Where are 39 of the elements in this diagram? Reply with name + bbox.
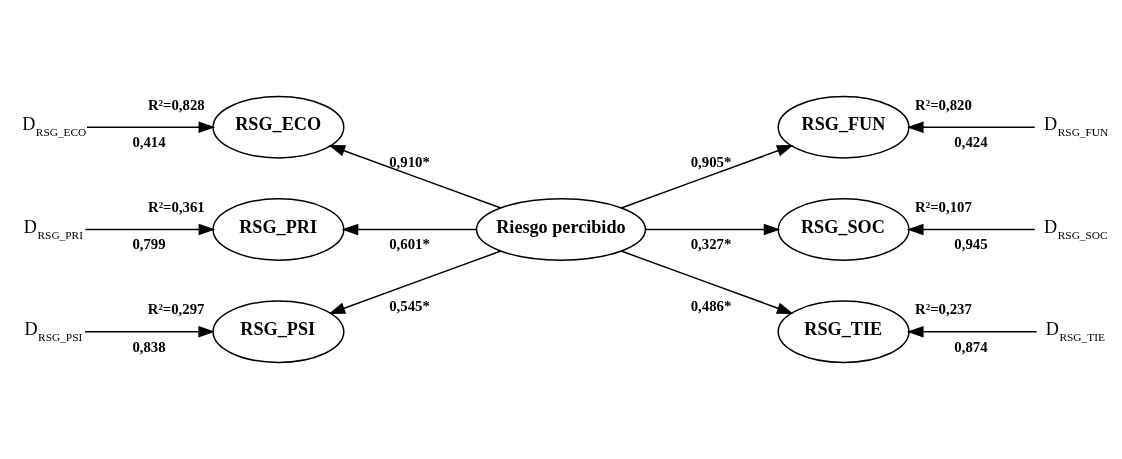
- arrow: [328, 250, 502, 314]
- node-label: R²=0,297: [147, 301, 205, 318]
- node-text: D$_{RSG_SOC}$: [1044, 216, 1108, 241]
- node-label: R²=0,237: [915, 301, 972, 318]
- edge-label: 0,910*: [389, 154, 430, 171]
- arrow: [906, 121, 1036, 134]
- edge-label: 0,601*: [389, 236, 430, 253]
- arrow: [620, 145, 794, 209]
- edge-label: 0,486*: [690, 297, 732, 314]
- node-text: D$_{RSG_PSI}$: [24, 318, 83, 343]
- node-label: R²=0,361: [148, 198, 205, 215]
- node-ellipse: RSG_SOC: [777, 198, 910, 261]
- arrow: [644, 223, 781, 236]
- arrow: [84, 325, 215, 338]
- node-text: D$_{RSG_PRI}$: [23, 216, 83, 241]
- node-text: D$_{RSG_TIE}$: [1045, 318, 1105, 343]
- arrow: [906, 223, 1036, 236]
- node-text: D$_{RSG_FUN}$: [1044, 114, 1109, 139]
- node-text: D$_{RSG_ECO}$: [22, 114, 87, 139]
- edge-label: 0,945: [954, 236, 988, 253]
- arrow: [620, 250, 794, 314]
- edge-label: 0,424: [954, 134, 988, 150]
- edge-label: 0,799: [132, 236, 166, 253]
- node-label: R²=0,107: [915, 198, 972, 215]
- edge-label: 0,327*: [690, 236, 732, 253]
- arrow: [84, 223, 216, 236]
- node-label: R²=0,828: [147, 96, 205, 113]
- edge-label: 0,414: [132, 134, 166, 150]
- edge-label: 0,838: [132, 338, 166, 355]
- edge-label: 0,545*: [389, 297, 430, 314]
- arrow: [86, 121, 216, 134]
- node-ellipse: RSG_PRI: [212, 198, 345, 261]
- edge-label: 0,874: [954, 338, 988, 355]
- arrow: [328, 145, 502, 209]
- node-ellipse: Riesgo percibido: [475, 198, 647, 261]
- arrow: [906, 325, 1038, 338]
- arrow: [341, 223, 478, 236]
- edge-label: 0,905*: [690, 154, 732, 171]
- node-label: R²=0,820: [915, 96, 972, 113]
